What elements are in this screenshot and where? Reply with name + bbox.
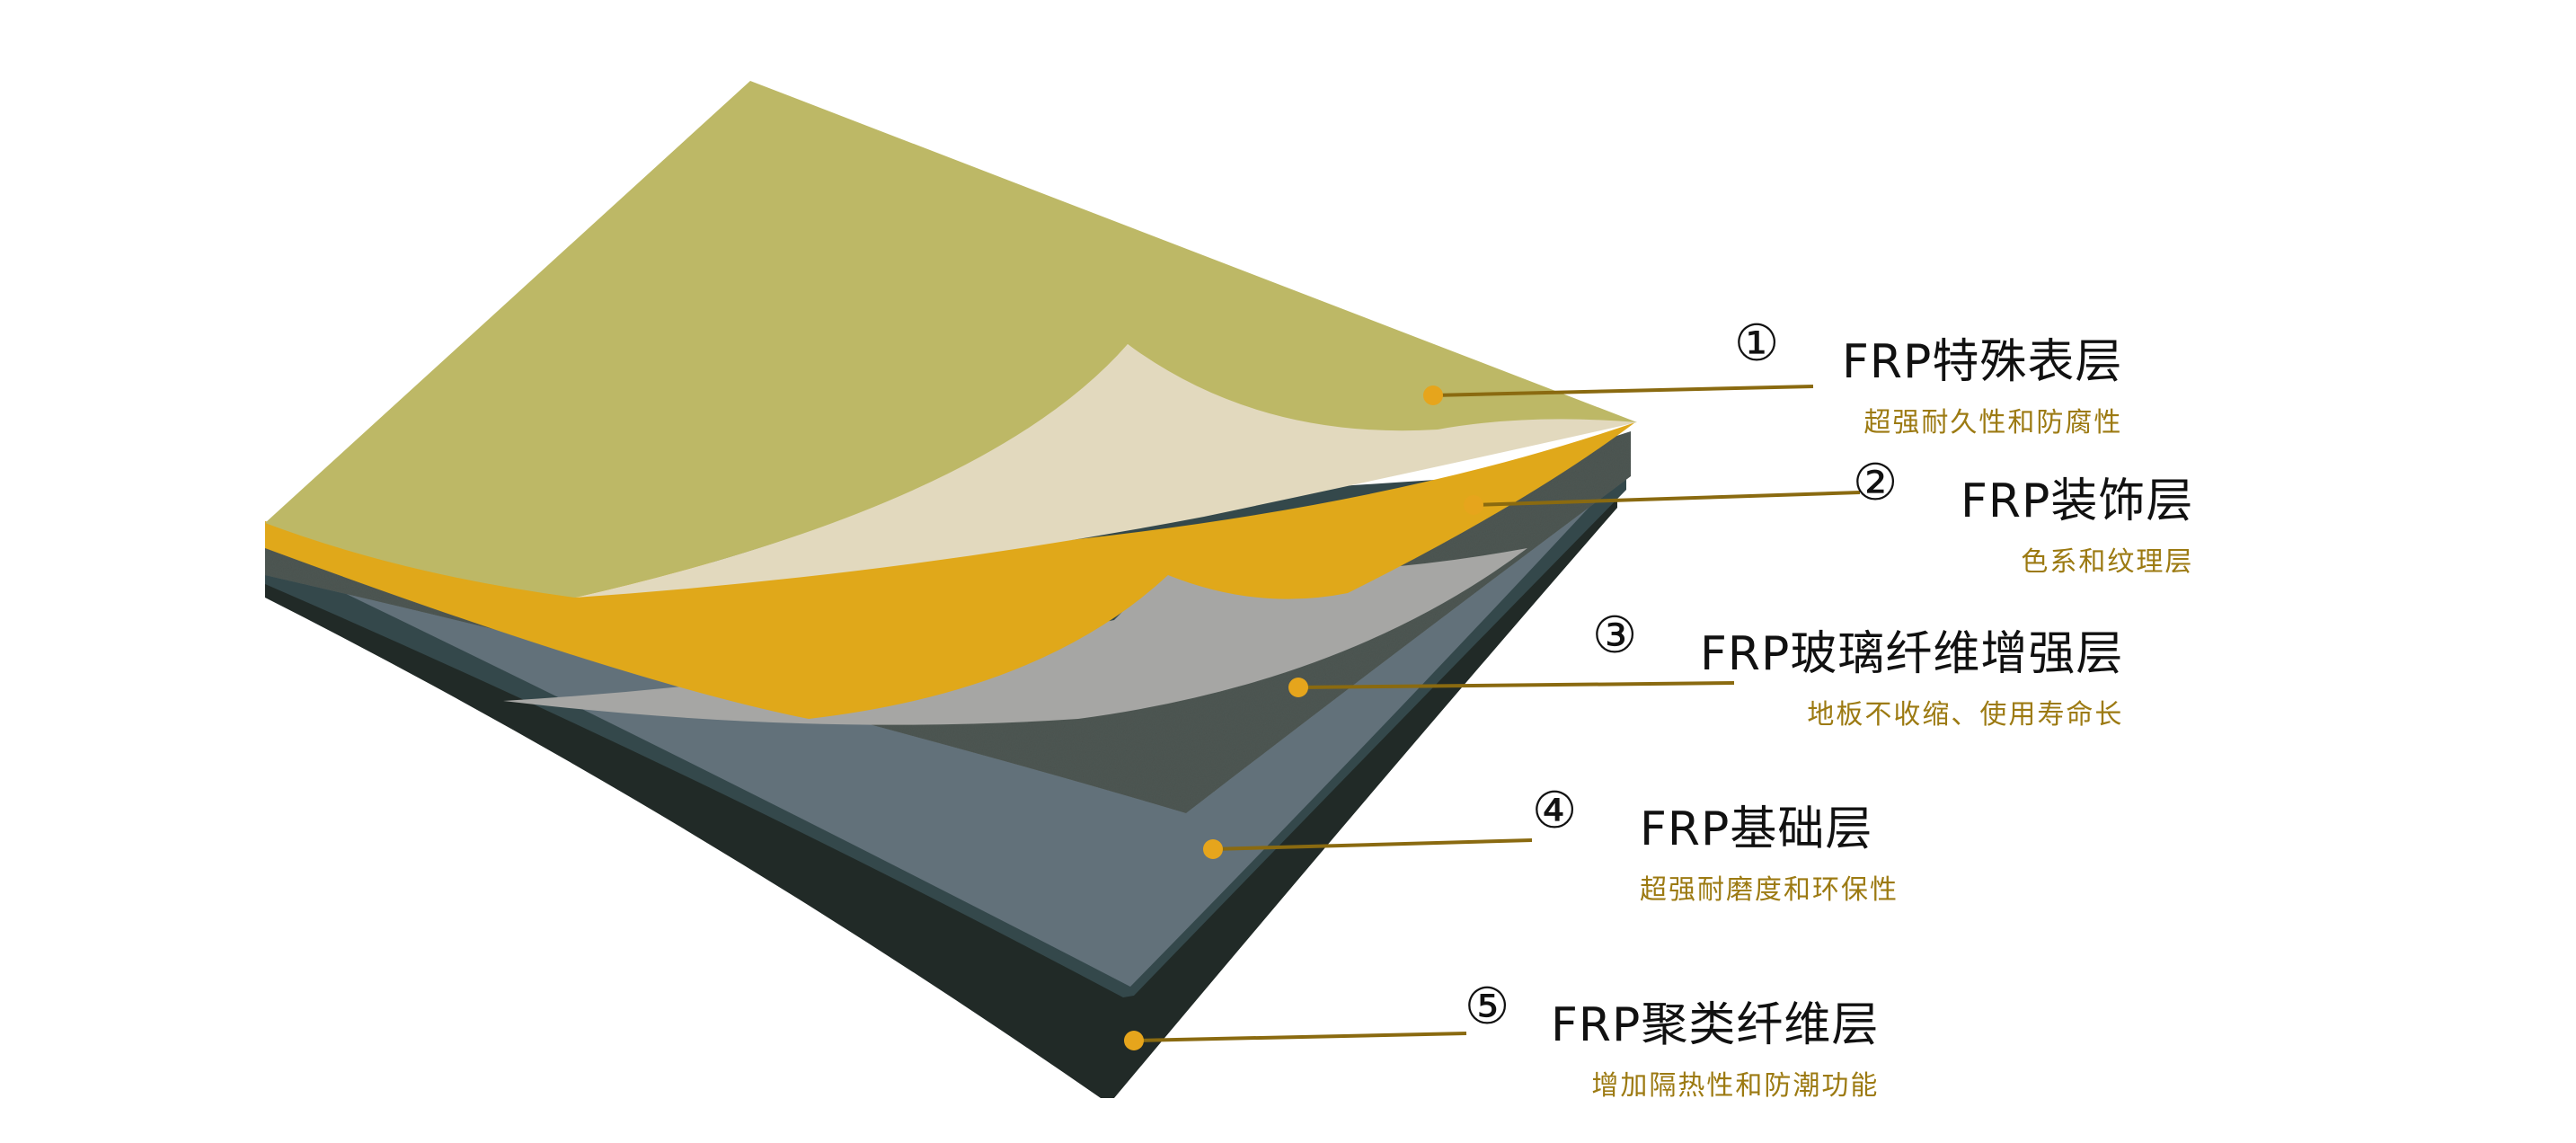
layer-3-title: FRP玻璃纤维增强层 (1700, 627, 2124, 681)
layer-3-label: ③ FRP玻璃纤维增强层 地板不收缩、使用寿命长 (1592, 607, 2124, 731)
layer-1-title: FRP特殊表层 (1842, 335, 2123, 389)
layer-2-label: ② FRP装饰层 色系和纹理层 (1853, 454, 2194, 579)
layer-1-number: ① (1734, 315, 1780, 373)
layer-1-subtitle: 超强耐久性和防腐性 (1863, 407, 2123, 439)
layer-1-surface-shape (265, 81, 1637, 598)
marker-dot-5 (1124, 1031, 1144, 1050)
layer-2-subtitle: 色系和纹理层 (2021, 546, 2194, 578)
layer-3-number: ③ (1592, 607, 1638, 665)
layer-2-number: ② (1853, 454, 1899, 512)
layer-5-label: ⑤ FRP聚类纤维层 增加隔热性和防潮功能 (1465, 978, 1880, 1103)
leader-line-5 (1133, 1032, 1467, 1042)
layer-4-number: ④ (1532, 782, 1578, 840)
marker-dot-1 (1423, 385, 1443, 405)
leader-line-4 (1212, 838, 1533, 851)
layer-4-subtitle: 超强耐磨度和环保性 (1640, 874, 1899, 906)
leader-line-2 (1473, 491, 1861, 507)
layer-4-base-top (270, 467, 1626, 987)
marker-dot-4 (1203, 839, 1223, 859)
leader-line-1 (1432, 385, 1814, 397)
layer-5-number: ⑤ (1465, 978, 1510, 1036)
layer-5-title: FRP聚类纤维层 (1551, 998, 1880, 1052)
layer-2-decorative-shape (265, 422, 1635, 719)
layer-4-title: FRP基础层 (1640, 802, 1873, 856)
layer-4-label: ④ FRP基础层 超强耐磨度和环保性 (1532, 782, 1899, 907)
layer-2-peel-shape (575, 341, 1637, 598)
layer-5-subtitle: 增加隔热性和防潮功能 (1591, 1070, 1880, 1102)
layer-1-label: ① FRP特殊表层 超强耐久性和防腐性 (1734, 315, 2123, 439)
layer-2-title: FRP装饰层 (1961, 474, 2194, 528)
leader-line-3 (1297, 681, 1735, 689)
layer-3-subtitle: 地板不收缩、使用寿命长 (1807, 699, 2124, 731)
marker-dot-3 (1288, 678, 1308, 697)
marker-dot-2 (1464, 495, 1483, 515)
